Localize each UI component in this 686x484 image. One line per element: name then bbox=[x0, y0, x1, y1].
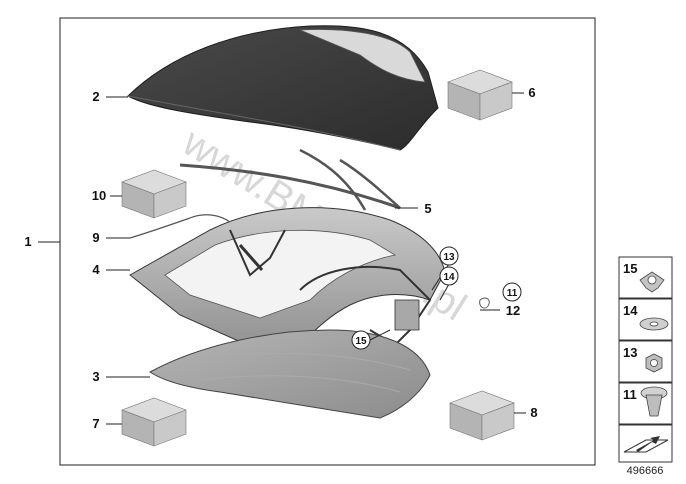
hex-nut-icon bbox=[645, 353, 663, 373]
legend-label-15: 15 bbox=[623, 261, 637, 276]
circle-callout-13 bbox=[439, 246, 459, 266]
callout-6: 6 bbox=[528, 85, 535, 100]
leader-14 bbox=[439, 283, 450, 301]
callout-3: 3 bbox=[92, 369, 99, 384]
callout-7: 7 bbox=[92, 416, 99, 431]
callout-14: 14 bbox=[443, 272, 455, 283]
legend-label-13: 13 bbox=[623, 345, 637, 360]
box-part-7 bbox=[121, 397, 187, 447]
callout-12: 12 bbox=[506, 303, 520, 318]
callout-9: 9 bbox=[92, 230, 99, 245]
callout-8: 8 bbox=[530, 405, 537, 420]
soft-top-cover bbox=[127, 25, 439, 151]
leader-15 bbox=[369, 329, 391, 341]
circle-callout-11 bbox=[502, 282, 522, 302]
rear-window bbox=[299, 29, 426, 83]
washer-icon bbox=[639, 317, 669, 331]
top-frame bbox=[129, 207, 446, 356]
legend-label-14: 14 bbox=[623, 303, 638, 318]
circle-callout-14 bbox=[439, 266, 459, 286]
box-part-10 bbox=[121, 169, 187, 219]
circle-callout-15 bbox=[351, 330, 371, 350]
callout-13: 13 bbox=[443, 252, 455, 263]
hex-nut-collar-icon bbox=[639, 271, 665, 293]
push-clip-icon bbox=[640, 386, 668, 417]
reference-number: 496666 bbox=[627, 465, 664, 477]
clip-part-12 bbox=[479, 297, 490, 309]
seal-strips bbox=[179, 148, 401, 211]
legend-label-11: 11 bbox=[623, 387, 637, 402]
box-part-8 bbox=[449, 390, 515, 441]
headliner bbox=[149, 329, 431, 419]
callout-2: 2 bbox=[92, 89, 99, 104]
callout-11: 11 bbox=[507, 288, 518, 299]
legend-column: 15 14 13 11 bbox=[618, 256, 673, 463]
callout-15: 15 bbox=[355, 336, 367, 347]
legend-box-13 bbox=[618, 340, 673, 383]
callout-10: 10 bbox=[92, 188, 106, 203]
direction-arrow-icon bbox=[623, 436, 669, 453]
box-part-6 bbox=[447, 69, 513, 121]
callout-4: 4 bbox=[92, 262, 100, 277]
callout-1: 1 bbox=[24, 234, 31, 249]
callout-5: 5 bbox=[424, 201, 431, 216]
cable bbox=[129, 214, 231, 239]
